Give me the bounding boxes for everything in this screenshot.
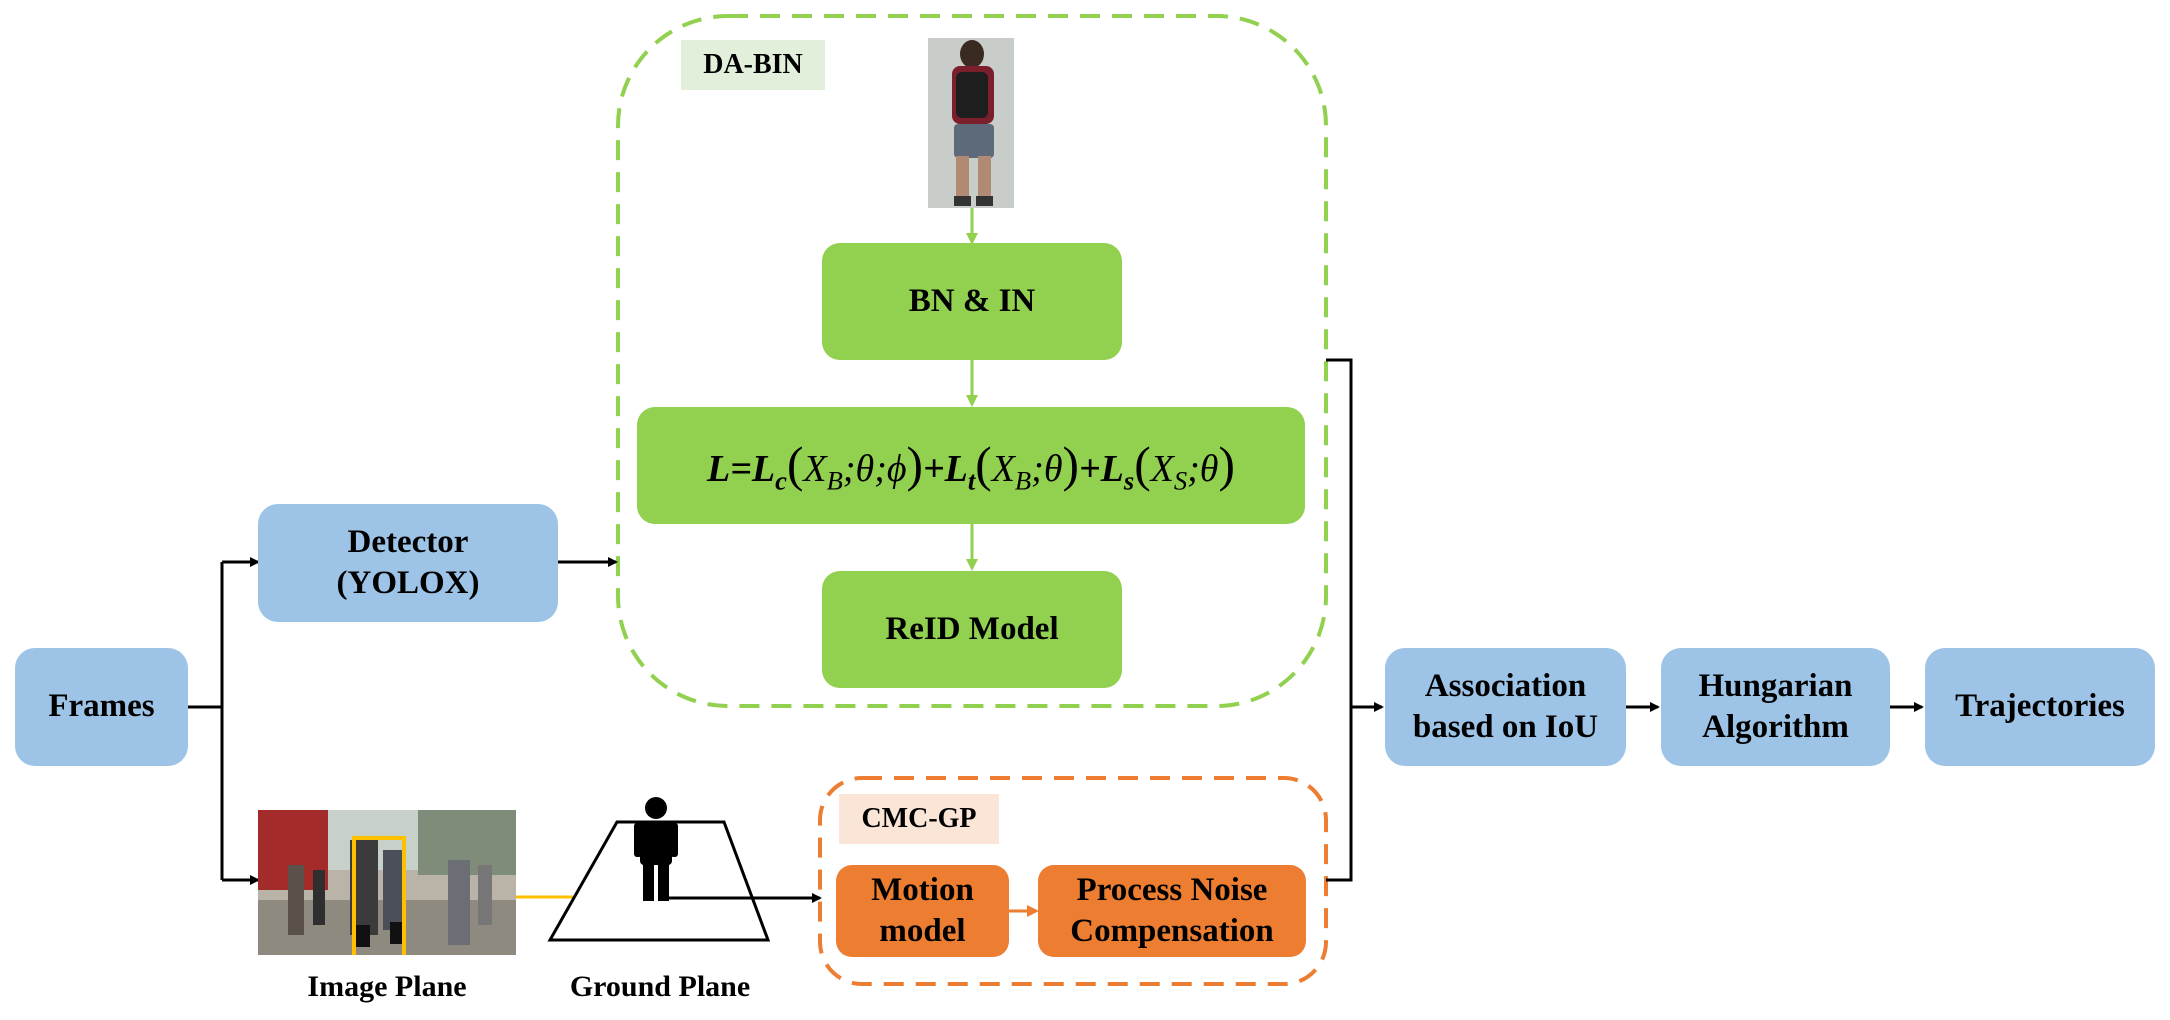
formula-arg1-sub: B xyxy=(826,465,843,496)
arrow-ground-to-cmc-gp xyxy=(663,893,822,903)
formula-Ls-main: L xyxy=(1100,447,1124,490)
formula-arg2: X xyxy=(991,447,1015,490)
process-noise-line-1: Process Noise xyxy=(1076,871,1268,908)
image-plane-scene xyxy=(258,810,516,955)
formula-arg2-sub: B xyxy=(1014,465,1032,496)
formula-eq: = xyxy=(730,447,752,490)
hungarian-box: Hungarian Algorithm xyxy=(1661,648,1890,766)
da-bin-label: DA-BIN xyxy=(681,40,825,90)
trajectories-box: Trajectories xyxy=(1925,648,2155,766)
formula-arg3-rest: ;θ xyxy=(1187,447,1219,490)
formula-arg3: X xyxy=(1150,447,1174,490)
detector-line-2: (YOLOX) xyxy=(336,565,480,601)
formula-Lc: Lc xyxy=(751,447,787,496)
frames-box: Frames xyxy=(15,648,188,766)
formula-plus1: + xyxy=(922,447,945,490)
da-bin-dashed-frame xyxy=(616,14,1328,708)
formula-arg1-rest: ;θ;ϕ xyxy=(842,447,907,490)
loss-formula: L=Lc(XB;θ;ϕ)+Lt(XB;θ)+Ls(XS;θ) xyxy=(707,436,1235,496)
reid-model-box: ReID Model xyxy=(822,571,1122,688)
formula-Lt-main: L xyxy=(944,447,968,490)
association-line-2: based on IoU xyxy=(1412,709,1599,745)
connector-frames-split xyxy=(188,562,224,880)
motion-model-line-2: model xyxy=(879,913,966,949)
person-silhouette-icon xyxy=(634,797,678,901)
formula-arg1: X xyxy=(803,447,827,490)
detector-box: Detector (YOLOX) xyxy=(258,504,558,622)
formula-Lc-main: L xyxy=(751,447,776,490)
person-crop-image xyxy=(928,38,1014,208)
hungarian-line-1: Hungarian xyxy=(1698,667,1853,704)
detector-line-1: Detector xyxy=(347,523,469,560)
formula-Ls-sub: s xyxy=(1123,465,1135,496)
formula-arg3-sub: S xyxy=(1173,465,1188,496)
bn-in-box: BN & IN xyxy=(822,243,1122,360)
formula-Lt-sub: t xyxy=(967,465,976,496)
formula-L: L xyxy=(707,447,731,490)
ground-plane-caption: Ground Plane xyxy=(569,970,751,1003)
motion-model-box: Motion model xyxy=(836,865,1009,957)
motion-model-line-1: Motion xyxy=(871,871,974,908)
formula-Lt: Lt xyxy=(944,447,976,496)
hungarian-line-2: Algorithm xyxy=(1702,709,1849,745)
association-line-1: Association xyxy=(1424,667,1587,704)
formula-plus2: + xyxy=(1078,447,1101,490)
process-noise-box: Process Noise Compensation xyxy=(1038,865,1306,957)
image-plane-caption: Image Plane xyxy=(307,970,467,1003)
formula-arg2-rest: ;θ xyxy=(1031,447,1063,490)
formula-Lc-sub: c xyxy=(775,465,787,496)
connector-merge-bracket xyxy=(1326,358,1370,882)
association-box: Association based on IoU xyxy=(1385,648,1626,766)
process-noise-line-2: Compensation xyxy=(1070,913,1274,949)
formula-Ls: Ls xyxy=(1100,447,1135,496)
cmc-gp-label: CMC-GP xyxy=(839,794,999,844)
loss-formula-box: L=Lc(XB;θ;ϕ)+Lt(XB;θ)+Ls(XS;θ) xyxy=(637,407,1305,524)
